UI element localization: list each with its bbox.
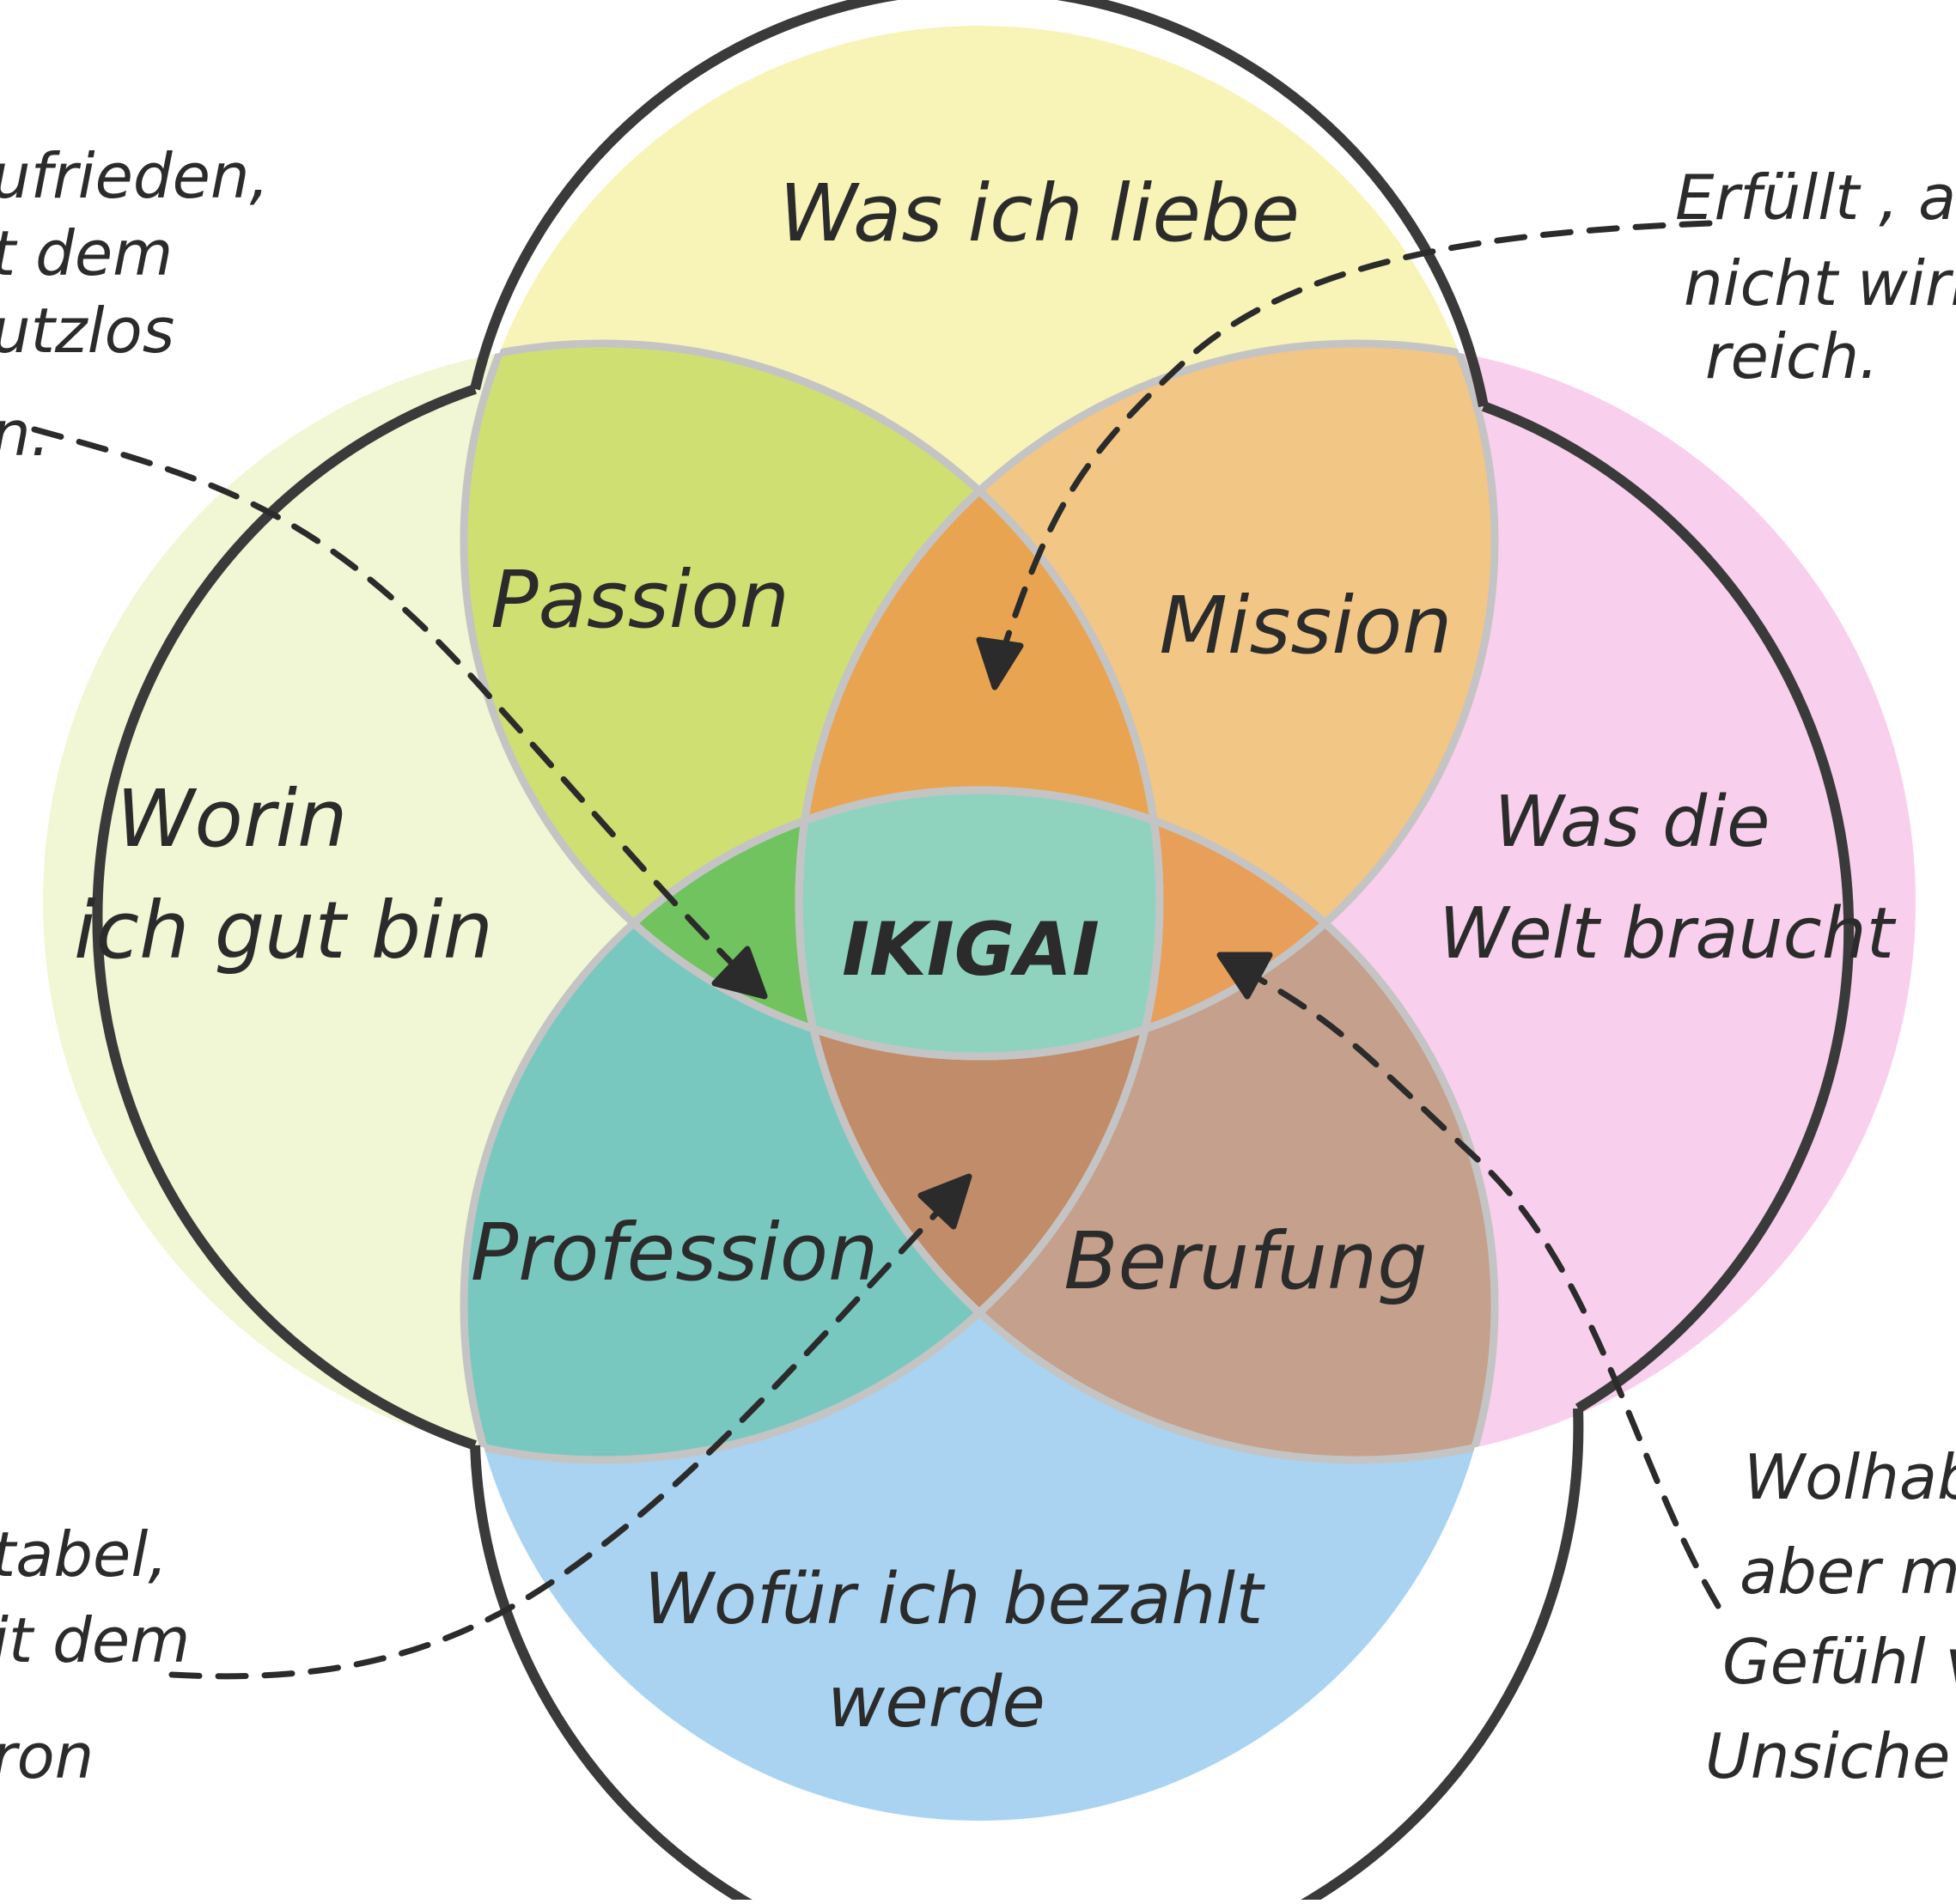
top-circle-outline — [470, 0, 1489, 408]
label-mission: Mission — [1160, 580, 1453, 672]
arrowheads — [711, 636, 1273, 1230]
label-wofuer-line2: werde — [827, 1662, 1045, 1743]
note-top-right-line1: Erfüllt , a — [1675, 161, 1956, 234]
note-bottom-left-line1: tabel, — [0, 1518, 168, 1591]
arrow-top-left-to-center — [31, 426, 759, 991]
note-top-left-line4: n. — [0, 398, 51, 470]
label-wofuer-line1: Wofür ich bezahlt — [644, 1559, 1265, 1640]
label-was-die-line2: Welt braucht — [1439, 893, 1897, 975]
label-was-ich-liebe: Was ich liebe — [779, 167, 1300, 259]
note-bottom-right-line2: aber mi — [1740, 1536, 1956, 1608]
arrowhead-bottom-right — [1216, 952, 1273, 1000]
bottom-circle-inner-arc-right — [799, 786, 1499, 1460]
inner-bottom-overlap-fill — [799, 790, 1160, 1460]
arrowhead-top-right — [976, 636, 1024, 690]
label-berufung: Berufung — [1063, 1215, 1427, 1307]
note-bottom-left-line3: ron — [0, 1720, 94, 1792]
dashed-arrows — [31, 220, 1721, 1680]
note-top-left-line3: utzlos — [0, 295, 174, 367]
arrowhead-top-left — [711, 946, 768, 1000]
note-bottom-right: Wolhab aber mi Gefühl v Unsiche — [1705, 1441, 1956, 1792]
label-passion: Passion — [491, 554, 789, 646]
top-circle-inner-arc-bottom — [464, 790, 1495, 1061]
note-top-right-line3: reich. — [1705, 320, 1879, 392]
right-circle-inner-arc-bottom — [795, 790, 1495, 1464]
note-bottom-left: tabel, it dem ron — [0, 1518, 190, 1792]
arrowhead-bottom-left — [917, 1173, 972, 1230]
inner-outlines — [460, 339, 1499, 1464]
left-circle-outline — [92, 384, 477, 1451]
label-worin-line2: ich gut bin — [74, 885, 493, 976]
note-bottom-right-line4: Unsiche — [1705, 1720, 1950, 1792]
note-top-right: Erfüllt , a nicht wirk reich. — [1675, 161, 1956, 392]
note-bottom-right-line1: Wolhab — [1744, 1441, 1956, 1513]
note-top-right-line2: nicht wirk — [1684, 247, 1956, 319]
arrow-top-right-to-center — [993, 220, 1713, 673]
label-worin-line1: Worin — [117, 773, 348, 865]
inner-top-overlap-fill — [799, 344, 1160, 1056]
arrow-bottom-left-to-center — [168, 1182, 966, 1680]
arrow-bottom-right-to-center — [1225, 958, 1721, 1609]
note-top-left-line2: t dem — [0, 217, 173, 289]
label-profession: Profession — [471, 1207, 879, 1299]
note-top-left: ufrieden, t dem utzlos n. — [0, 140, 269, 470]
left-circle-inner-arc-bottom — [464, 790, 1164, 1464]
note-top-left-line1: ufrieden, — [0, 140, 269, 212]
label-ikigai: IKIGAI — [842, 907, 1100, 993]
note-bottom-right-line3: Gefühl v — [1722, 1626, 1956, 1698]
bottom-circle-outline — [470, 1408, 1584, 1904]
outer-outlines — [92, 0, 1855, 1904]
right-circle-outline — [1481, 401, 1855, 1414]
note-bottom-left-line2: it dem — [0, 1604, 190, 1676]
label-was-die-line1: Was die — [1495, 782, 1770, 863]
